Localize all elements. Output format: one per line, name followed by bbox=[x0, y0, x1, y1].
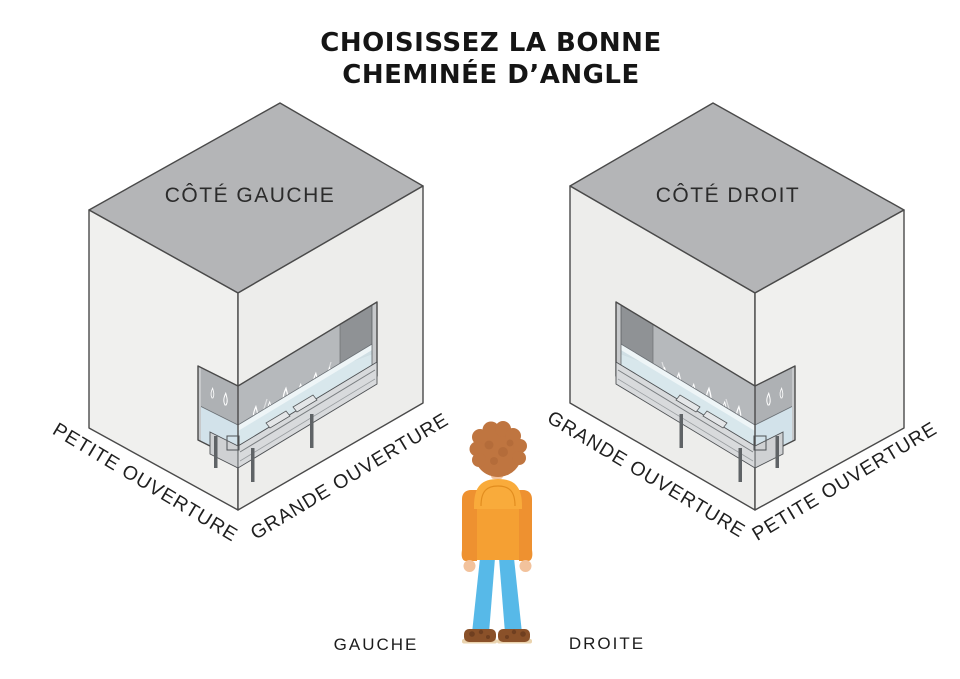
right-fireplace-top-label: CÔTÉ DROIT bbox=[655, 184, 801, 207]
hood bbox=[474, 479, 522, 509]
viewer-left-label: GAUCHE bbox=[333, 635, 419, 654]
hair bbox=[469, 421, 527, 477]
page-title-line2: CHEMINÉE D’ANGLE bbox=[342, 60, 640, 90]
right-fireplace-burner bbox=[615, 361, 784, 482]
page-title-line1: CHOISISSEZ LA BONNE bbox=[320, 28, 662, 58]
person-figure bbox=[461, 421, 533, 644]
page-title: CHOISISSEZ LA BONNE CHEMINÉE D’ANGLE bbox=[320, 27, 661, 91]
jeans bbox=[472, 558, 495, 633]
right-fireplace-box bbox=[569, 102, 905, 511]
left-fireplace-burner bbox=[209, 361, 378, 482]
right-fireplace-illustration bbox=[569, 102, 905, 511]
left-fireplace-box bbox=[88, 102, 424, 511]
left-fireplace-top-label: CÔTÉ GAUCHE bbox=[164, 184, 336, 207]
jeans bbox=[499, 558, 522, 633]
viewer-right-label: DROITE bbox=[568, 634, 646, 653]
shoes bbox=[462, 629, 532, 644]
hair-texture bbox=[484, 439, 514, 465]
hand bbox=[519, 560, 532, 572]
left-fireplace-illustration bbox=[88, 102, 424, 511]
hand bbox=[463, 560, 476, 572]
